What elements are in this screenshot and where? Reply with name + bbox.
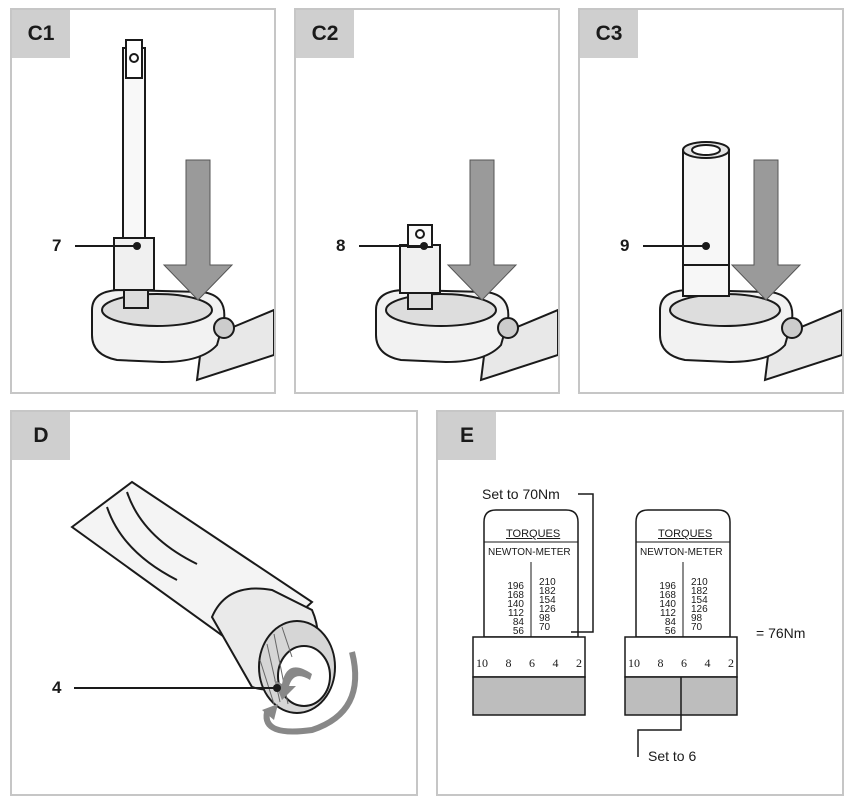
left-values-col: 196 168 140 112 84 56 — [642, 581, 676, 637]
scale-value: 70 — [691, 622, 703, 633]
right-values-col: 210 182 154 126 98 70 — [539, 577, 556, 633]
scale-value: 126 — [691, 604, 708, 615]
c1-down-arrow — [162, 159, 234, 301]
c2-illustration — [359, 159, 558, 382]
wrench-handle — [195, 308, 274, 382]
deep-socket — [682, 149, 730, 297]
panel-e: E TORQUES NEWTON-METER 196 168 140 112 8… — [436, 410, 844, 796]
c3-down-arrow — [730, 159, 802, 301]
scale-value: 168 — [507, 590, 524, 601]
turn-arrow-icon — [274, 667, 312, 700]
dial-number: 4 — [704, 656, 711, 670]
panel-tag: C1 — [12, 10, 70, 58]
scale-value: 98 — [539, 613, 551, 624]
scale-right — [624, 509, 738, 716]
scale-value: 98 — [691, 613, 703, 624]
scale-value: 70 — [539, 622, 551, 633]
panel-tag: C3 — [580, 10, 638, 58]
set-main-note: Set to 70Nm — [482, 486, 560, 502]
dial-number: 2 — [576, 656, 582, 670]
panel-tag: C2 — [296, 10, 354, 58]
c1-illustration — [75, 39, 274, 382]
rotation-arrow — [263, 651, 359, 735]
dial-number: 6 — [529, 656, 535, 670]
callout-number: 7 — [52, 236, 62, 255]
scale-value: 84 — [664, 617, 676, 628]
e-illustration — [472, 493, 738, 757]
panel-d: D 4 — [10, 410, 418, 796]
panel-tag: E — [438, 412, 496, 460]
dial-number: 4 — [552, 656, 559, 670]
dial-number: 8 — [505, 656, 512, 670]
set-sub-note: Set to 6 — [648, 748, 697, 764]
d-illustration — [70, 480, 359, 735]
scale-unit: NEWTON-METER — [488, 547, 571, 558]
scale-value: 56 — [512, 626, 524, 637]
scale-title: TORQUES — [658, 528, 713, 540]
panel-c1: C1 7 — [10, 8, 276, 394]
c1-knob — [213, 317, 235, 339]
right-values-col: 210 182 154 126 98 70 — [691, 577, 708, 633]
set-sub-leader — [637, 677, 682, 757]
panel-tag: D — [12, 412, 70, 460]
scale-title: TORQUES — [506, 528, 561, 540]
dial-number: 10 — [476, 656, 488, 670]
callout-number: 4 — [52, 678, 62, 697]
dial-row: 10 8 6 4 2 — [628, 656, 734, 671]
scale-value: 154 — [691, 595, 708, 606]
callout-number: 8 — [336, 236, 346, 255]
dial-number: 2 — [728, 656, 734, 670]
scale-value: 168 — [659, 590, 676, 601]
c3-illustration — [643, 141, 842, 382]
dial-number: 8 — [657, 656, 664, 670]
scale-value: 210 — [539, 577, 556, 588]
scale-value: 112 — [660, 608, 676, 619]
scale-value: 112 — [508, 608, 524, 619]
scale-value: 196 — [507, 581, 524, 592]
left-values-col: 196 168 140 112 84 56 — [490, 581, 524, 637]
panel-c2: C2 8 — [294, 8, 560, 394]
c2-down-arrow — [446, 159, 518, 301]
callout-number: 9 — [620, 236, 630, 255]
scale-value: 56 — [664, 626, 676, 637]
panel-c3: C3 9 — [578, 8, 844, 394]
scale-value: 210 — [691, 577, 708, 588]
scale-unit: NEWTON-METER — [640, 547, 723, 558]
dial-number: 6 — [681, 656, 687, 670]
scale-value: 84 — [512, 617, 524, 628]
adapter-body — [399, 244, 441, 294]
dial-number: 10 — [628, 656, 640, 670]
set-main-leader — [571, 493, 594, 633]
scale-left — [472, 509, 586, 716]
dial-row: 10 8 6 4 2 — [476, 656, 582, 671]
scale-value: 126 — [539, 604, 556, 615]
scale-value: 154 — [539, 595, 556, 606]
scale-value: 140 — [659, 599, 676, 610]
result-note: = 76Nm — [756, 625, 806, 641]
scale-value: 182 — [539, 586, 556, 597]
scale-value: 196 — [659, 581, 676, 592]
scale-value: 182 — [691, 586, 708, 597]
scale-value: 140 — [507, 599, 524, 610]
